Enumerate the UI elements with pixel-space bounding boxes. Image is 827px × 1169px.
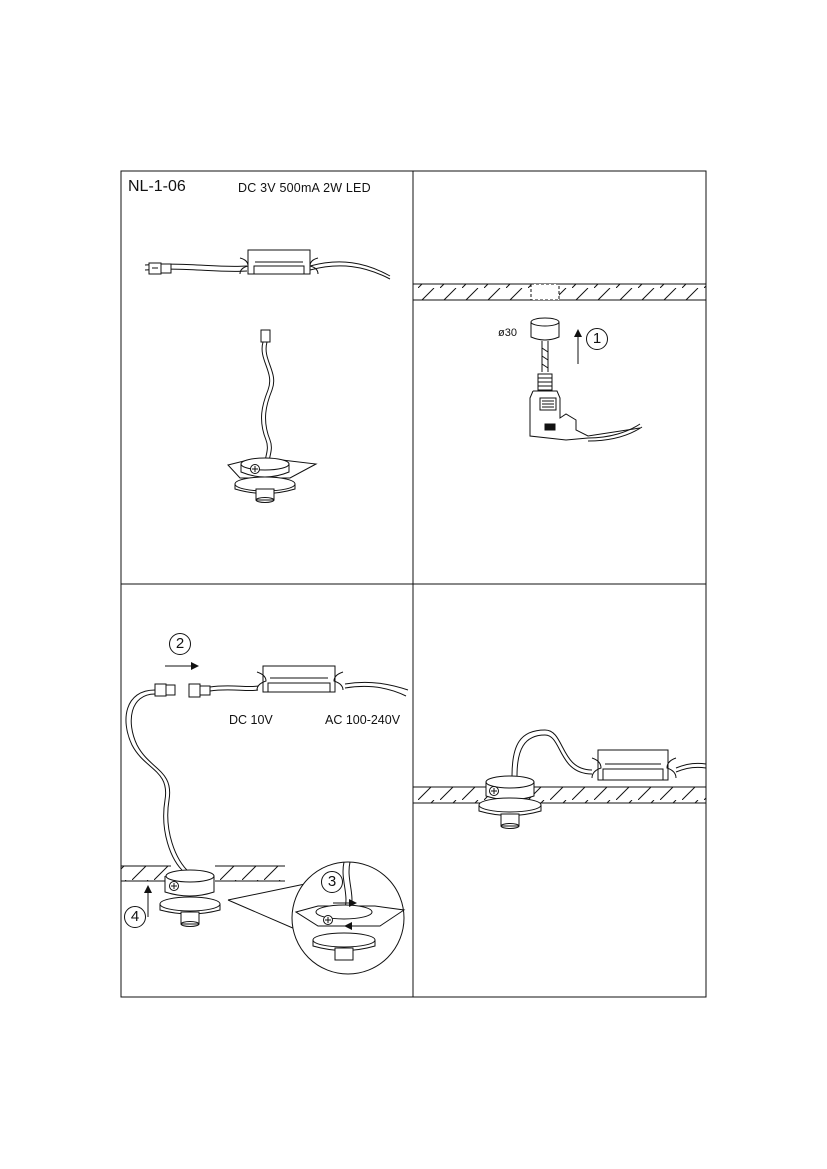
connector-plug-icon bbox=[148, 262, 172, 275]
hole-diameter-label: ø30 bbox=[498, 327, 517, 339]
downlight-fixture-icon bbox=[478, 775, 542, 829]
downlight-fixture-icon bbox=[159, 869, 221, 927]
model-number: NL-1-06 bbox=[128, 178, 186, 195]
panel-3-wiring bbox=[121, 662, 409, 975]
driver-input-label: AC 100-240V bbox=[325, 713, 401, 727]
panel-2-drill bbox=[413, 283, 706, 442]
led-driver-icon bbox=[591, 749, 707, 781]
panel-grid bbox=[120, 170, 707, 998]
hole-saw-icon bbox=[529, 317, 643, 442]
step-2-badge: 2 bbox=[169, 633, 191, 655]
panel-1-contents bbox=[144, 249, 391, 503]
ceiling-hatch-icon bbox=[413, 786, 706, 804]
downlight-fixture-icon bbox=[227, 329, 318, 503]
led-driver-icon bbox=[144, 249, 391, 280]
magnifier-circle-icon bbox=[227, 861, 406, 975]
led-driver-icon bbox=[209, 665, 409, 697]
ceiling-hatch-icon bbox=[413, 283, 706, 301]
step-1-badge: 1 bbox=[586, 328, 608, 350]
step-3-badge: 3 bbox=[321, 871, 343, 893]
step-4-badge: 4 bbox=[124, 906, 146, 928]
driver-output-label: DC 10V bbox=[229, 713, 273, 727]
panel-4-installed bbox=[413, 729, 707, 829]
ceiling-hatch-icon bbox=[121, 865, 285, 882]
connector-plug-icon bbox=[154, 683, 211, 698]
spec-text: DC 3V 500mA 2W LED bbox=[238, 181, 371, 195]
